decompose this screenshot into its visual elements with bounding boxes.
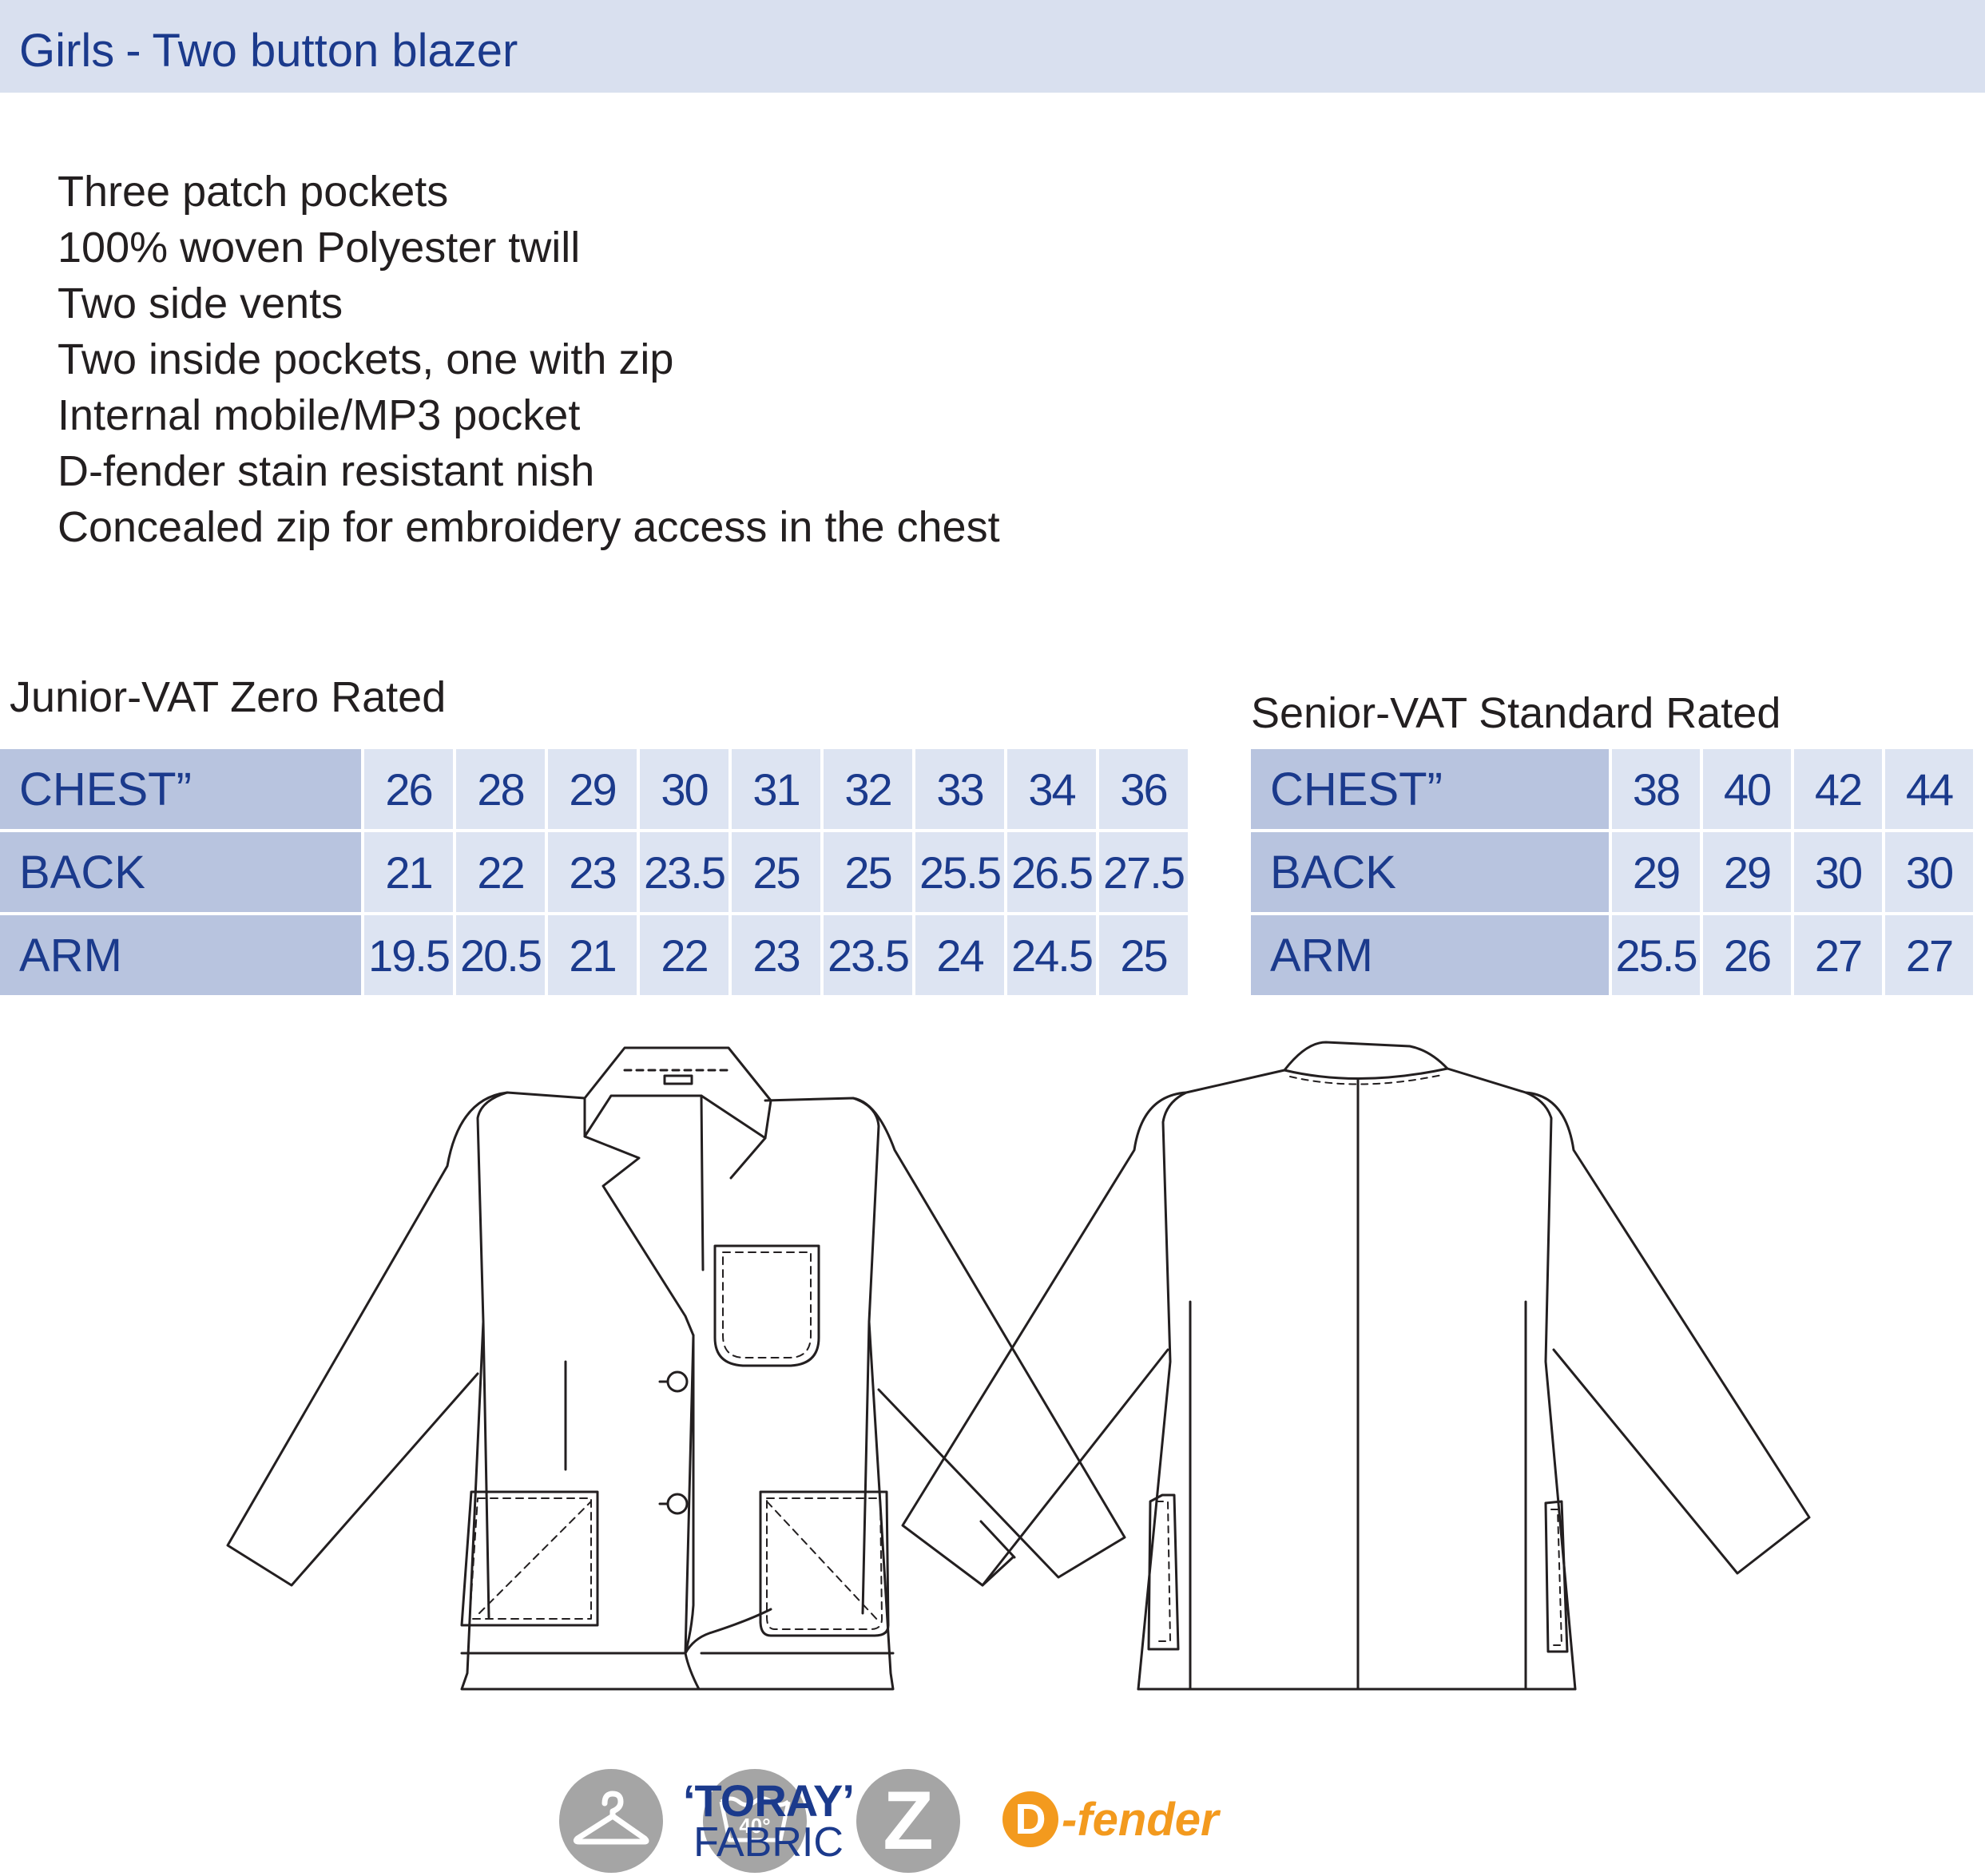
feature-item: Three patch pockets (58, 168, 449, 216)
size-cell: 40 (1703, 749, 1791, 829)
size-cell: 25 (824, 832, 912, 912)
size-cell: 23.5 (824, 915, 912, 995)
feature-item: Internal mobile/MP3 pocket (58, 391, 581, 439)
feature-item: 100% woven Polyester twill (58, 224, 581, 272)
size-cell: 25 (1099, 915, 1188, 995)
size-cell: 19.5 (364, 915, 453, 995)
size-cell: 26.5 (1007, 832, 1096, 912)
size-cell: 30 (1794, 832, 1882, 912)
size-cell: 22 (456, 832, 545, 912)
size-cell: 36 (1099, 749, 1188, 829)
feature-item: Two inside pockets, one with zip (58, 335, 674, 383)
blazer-front-view (226, 1046, 1126, 1691)
size-cell: 24 (915, 915, 1004, 995)
dfender-d-badge: D (1002, 1791, 1058, 1847)
dfender-text: -fender (1062, 1793, 1219, 1846)
size-cell: 30 (1885, 832, 1973, 912)
dfender-logo: D -fender (1002, 1791, 1219, 1847)
row-label: ARM (0, 915, 361, 995)
size-cell: 21 (548, 915, 637, 995)
title-separator: - (125, 25, 141, 77)
feature-item: D-fender stain resistant nish (58, 447, 595, 495)
care-icons-row: 40° Z D -fender (559, 1769, 1518, 1873)
size-cell: 27 (1885, 915, 1973, 995)
size-cell: 42 (1794, 749, 1882, 829)
size-cell: 33 (915, 749, 1004, 829)
senior-caption: Senior-VAT Standard Rated (1251, 689, 1781, 737)
size-cell: 29 (1612, 832, 1700, 912)
row-label: CHEST” (1251, 749, 1609, 829)
title-main: Girls (19, 25, 115, 77)
page-title: Girls-Two button blazer (19, 24, 518, 77)
feature-list: Three patch pockets 100% woven Polyester… (58, 164, 1000, 555)
blazer-back-view (901, 1041, 1811, 1691)
size-cell: 25.5 (1612, 915, 1700, 995)
size-cell: 31 (732, 749, 820, 829)
size-cell: 23 (732, 915, 820, 995)
hanger-icon (559, 1769, 663, 1873)
size-cell: 34 (1007, 749, 1096, 829)
size-cell: 20.5 (456, 915, 545, 995)
size-cell: 27 (1794, 915, 1882, 995)
wash-40-icon: 40° (703, 1769, 807, 1873)
size-cell: 23.5 (640, 832, 728, 912)
feature-item: Concealed zip for embroidery access in t… (58, 503, 1000, 551)
size-cell: 44 (1885, 749, 1973, 829)
size-cell: 28 (456, 749, 545, 829)
toray-fabric-label: FABRIC (693, 1819, 844, 1866)
junior-caption: Junior-VAT Zero Rated (10, 673, 447, 721)
title-sub: Two button blazer (152, 25, 518, 77)
size-cell: 25 (732, 832, 820, 912)
row-label: BACK (0, 832, 361, 912)
row-label: BACK (1251, 832, 1609, 912)
size-cell: 24.5 (1007, 915, 1096, 995)
dry-clean-z-icon: Z (856, 1769, 960, 1873)
size-cell: 26 (1703, 915, 1791, 995)
row-label: CHEST” (0, 749, 361, 829)
toray-brand: ‘TORAY’ (683, 1775, 855, 1826)
size-cell: 26 (364, 749, 453, 829)
size-cell: 29 (1703, 832, 1791, 912)
size-cell: 23 (548, 832, 637, 912)
size-cell: 32 (824, 749, 912, 829)
toray-fabric-logo: ‘TORAY’ FABRIC (683, 1775, 855, 1866)
size-cell: 29 (548, 749, 637, 829)
header-bar: Girls-Two button blazer (0, 0, 1985, 93)
size-cell: 21 (364, 832, 453, 912)
row-label: ARM (1251, 915, 1609, 995)
feature-item: Two side vents (58, 280, 343, 327)
blazer-technical-drawing (226, 1041, 1811, 1691)
dry-clean-letter: Z (883, 1774, 934, 1867)
size-cell: 25.5 (915, 832, 1004, 912)
size-cell: 22 (640, 915, 728, 995)
size-cell: 27.5 (1099, 832, 1188, 912)
size-cell: 38 (1612, 749, 1700, 829)
wash-temp-label: 40° (739, 1814, 770, 1838)
size-cell: 30 (640, 749, 728, 829)
